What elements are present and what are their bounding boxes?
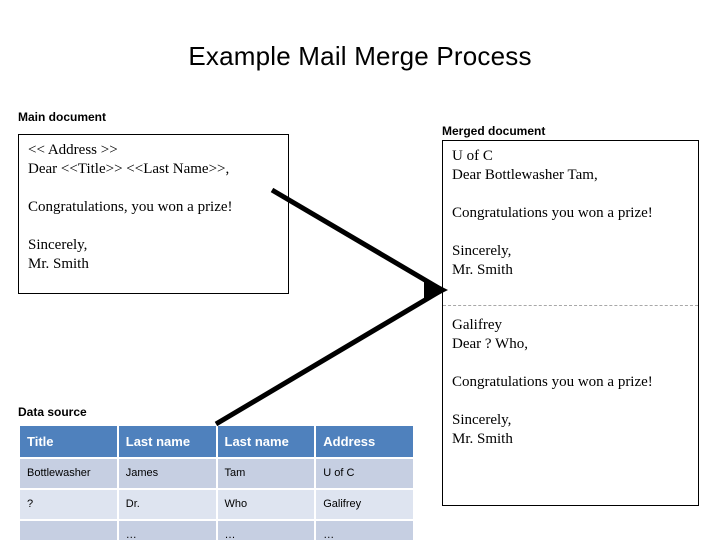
cell-title: ?: [20, 490, 117, 519]
merged-letter-1-spacer-2: [452, 223, 689, 242]
column-header-title[interactable]: Title: [20, 426, 117, 457]
cell-last-name-1: Dr.: [118, 490, 216, 519]
merged-letter-2-line-4: Congratulations you won a prize!: [452, 374, 653, 390]
table-row[interactable]: Bottlewasher James Tam U of C: [20, 459, 413, 488]
cell-last-name-2: Who: [217, 490, 315, 519]
cell-title: Bottlewasher: [20, 459, 117, 488]
column-header-last-name-1[interactable]: Last name: [118, 426, 216, 457]
cell-last-name-2: …: [217, 521, 315, 540]
data-source-table-head: Title Last name Last name Address: [20, 426, 413, 457]
main-document-line-4: Congratulations, you won a prize!: [28, 199, 233, 215]
merged-letter-2: Galifrey Dear ? Who, Congratulations you…: [443, 306, 698, 457]
main-document-line-6: Sincerely,: [28, 237, 88, 253]
merged-letter-2-spacer-1: [452, 354, 689, 373]
main-document-caption: Main document: [18, 110, 107, 124]
merged-document-box: U of C Dear Bottlewasher Tam, Congratula…: [442, 140, 699, 506]
cell-last-name-1: James: [118, 459, 216, 488]
merged-letter-1-line-6: Sincerely,: [452, 243, 512, 259]
cell-address: U of C: [316, 459, 413, 488]
merged-document-caption: Merged document: [442, 124, 546, 138]
table-row[interactable]: … … …: [20, 521, 413, 540]
merged-letter-2-line-2: Dear ? Who,: [452, 336, 528, 352]
main-document-box: << Address >> Dear <<Title>> <<Last Name…: [18, 134, 289, 294]
merged-letter-1-line-4: Congratulations you won a prize!: [452, 205, 653, 221]
column-header-address[interactable]: Address: [316, 426, 413, 457]
merged-letter-1: U of C Dear Bottlewasher Tam, Congratula…: [443, 141, 698, 305]
cell-address: Galifrey: [316, 490, 413, 519]
merged-letter-2-line-1: Galifrey: [452, 317, 502, 333]
arrow-data-source-to-merged-document: [214, 287, 444, 427]
data-source-table-body: Bottlewasher James Tam U of C ? Dr. Who …: [20, 459, 413, 540]
main-document-line-1: << Address >>: [28, 142, 118, 158]
cell-last-name-1: …: [118, 521, 216, 540]
merged-letter-1-line-7: Mr. Smith: [452, 262, 513, 278]
cell-title: [20, 521, 117, 540]
main-document-line-7: Mr. Smith: [28, 256, 89, 272]
main-document-line-2: Dear <<Title>> <<Last Name>>,: [28, 161, 230, 177]
data-source-caption: Data source: [18, 405, 87, 419]
merged-letter-1-spacer-1: [452, 185, 689, 204]
data-source-table: Title Last name Last name Address Bottle…: [18, 424, 415, 540]
table-row[interactable]: ? Dr. Who Galifrey: [20, 490, 413, 519]
page-title: Example Mail Merge Process: [188, 41, 532, 71]
merged-letter-2-line-6: Sincerely,: [452, 412, 512, 428]
main-document-spacer-2: [28, 217, 279, 236]
main-document-spacer-1: [28, 179, 279, 198]
table-header-row: Title Last name Last name Address: [20, 426, 413, 457]
cell-address: …: [316, 521, 413, 540]
letter-divider: [443, 305, 698, 306]
merged-letter-1-line-2: Dear Bottlewasher Tam,: [452, 167, 598, 183]
merged-letter-2-line-7: Mr. Smith: [452, 431, 513, 447]
merged-letter-2-spacer-2: [452, 392, 689, 411]
column-header-last-name-2[interactable]: Last name: [217, 426, 315, 457]
cell-last-name-2: Tam: [217, 459, 315, 488]
merged-letter-1-line-1: U of C: [452, 148, 493, 164]
arrow-main-document-to-merged-document: [270, 187, 444, 293]
